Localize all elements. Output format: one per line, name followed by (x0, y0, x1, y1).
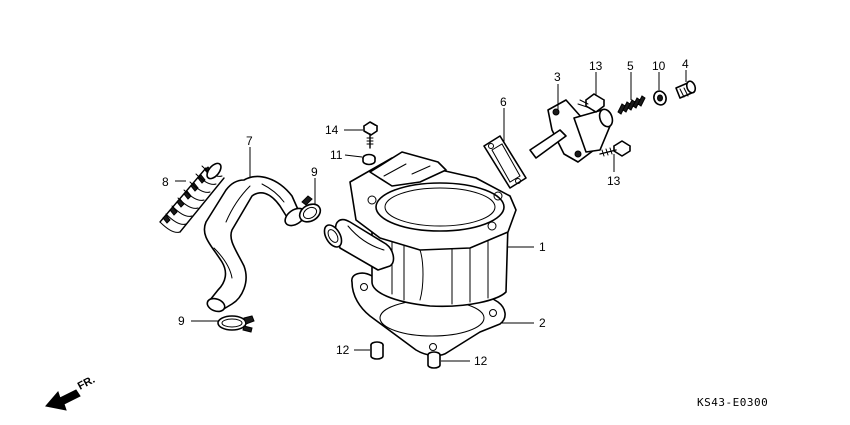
lifter-gasket (483, 135, 527, 189)
callout-bolt-top: 13 (589, 59, 603, 73)
cylinder (323, 151, 517, 308)
tensioner-lifter (529, 99, 614, 163)
callout-cylinder-gasket: 2 (539, 316, 546, 330)
hose-clamp-lower (217, 315, 255, 333)
callout-lifter-bolt: 4 (682, 57, 689, 71)
lifter-bolt (675, 80, 697, 99)
front-label: FR. (76, 374, 97, 393)
callout-lifter-spring: 5 (627, 59, 634, 73)
water-hose (203, 175, 306, 313)
washer (653, 90, 667, 106)
front-arrow-icon: FR. (45, 374, 97, 411)
callout-washer-stud: 11 (330, 148, 343, 162)
hose-clamp-upper (298, 195, 322, 223)
lifter-spring (617, 95, 646, 115)
leader-lines (175, 70, 687, 362)
bolt-top (577, 93, 605, 113)
callout-dowel-right: 12 (474, 354, 488, 368)
callout-lifter-gasket: 6 (500, 95, 507, 109)
stud-bolt (363, 121, 378, 149)
hose-spring (159, 162, 225, 233)
callout-stud-bolt: 14 (325, 123, 339, 137)
callout-dowel-left: 12 (336, 343, 350, 357)
dowel-pin-left (370, 341, 384, 360)
callout-water-hose: 7 (246, 134, 253, 148)
washer-stud (362, 153, 376, 166)
callout-clamp-lower: 9 (178, 314, 185, 328)
callout-bolt-bottom: 13 (607, 174, 621, 188)
drawing-code: KS43-E0300 (697, 396, 768, 409)
callout-tensioner-lifter: 3 (554, 70, 561, 84)
dowel-pin-right (427, 351, 441, 369)
bolt-bottom (599, 140, 631, 157)
callout-cylinder: 1 (539, 240, 546, 254)
callout-clamp-upper: 9 (311, 165, 318, 179)
callout-hose-spring: 8 (162, 175, 169, 189)
callout-washer: 10 (652, 59, 666, 73)
